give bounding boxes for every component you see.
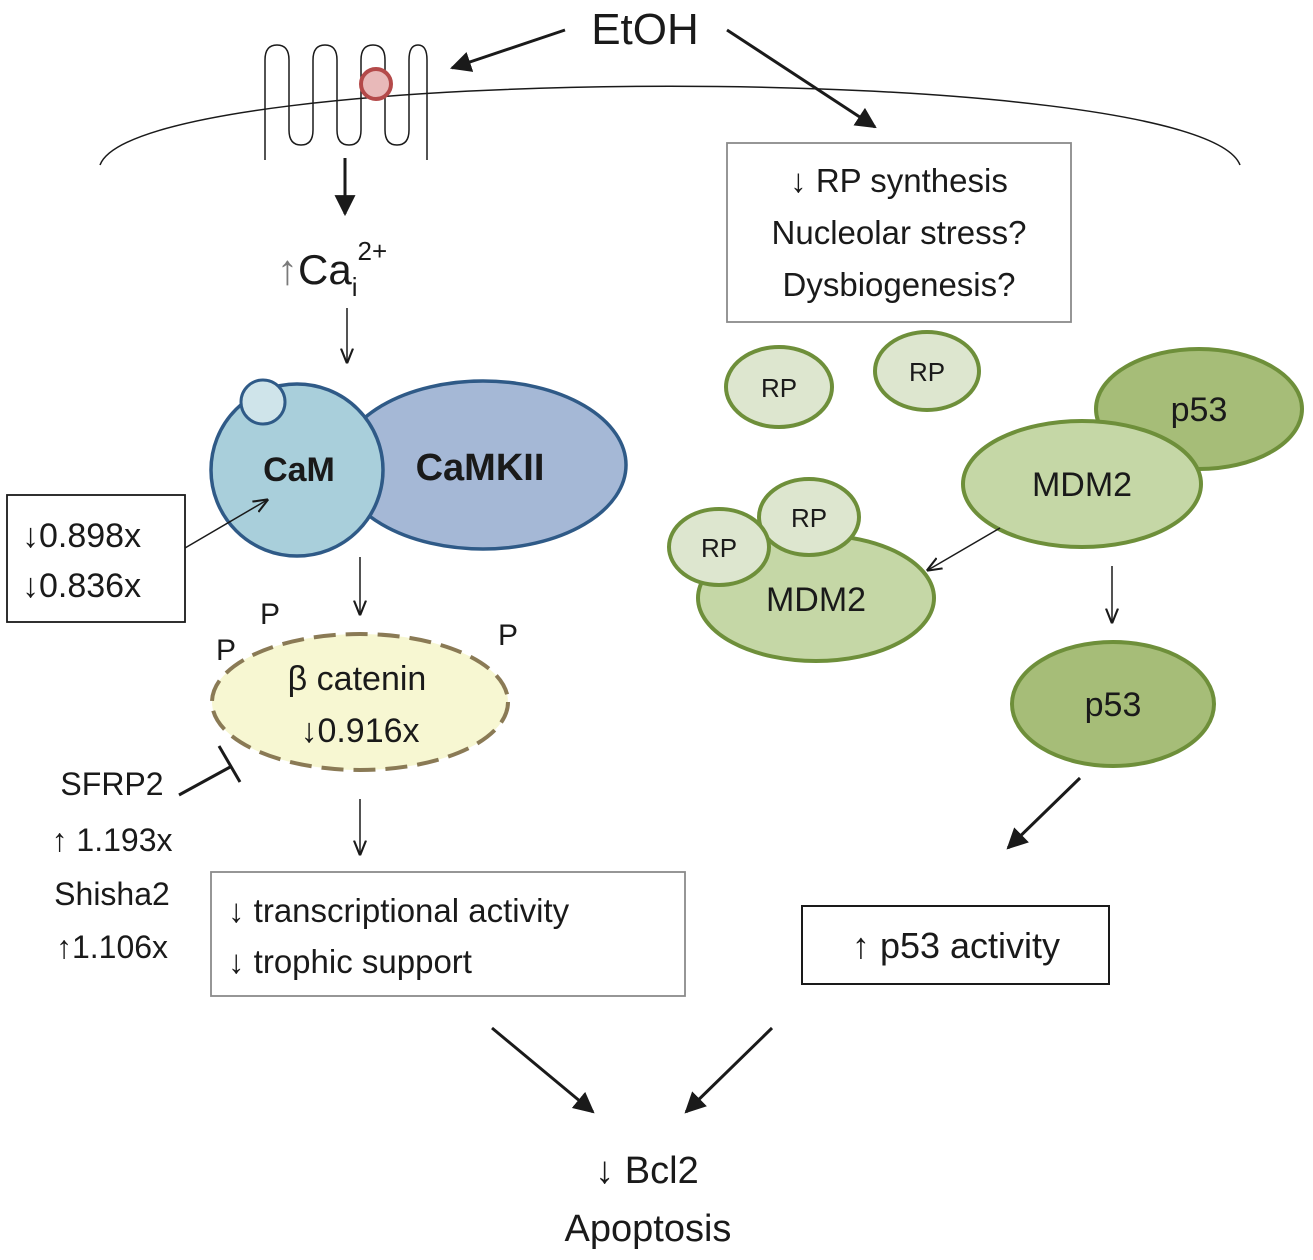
- calcium-sub: i: [352, 272, 358, 302]
- inhibit-line: [178, 764, 233, 797]
- rp-bound-2-label: RP: [701, 533, 737, 563]
- calcium-sup: 2+: [357, 236, 387, 266]
- rp-bound-1-label: RP: [791, 503, 827, 533]
- p53-free-ellipse: [1010, 640, 1216, 768]
- p53-free-label: p53: [1085, 686, 1142, 724]
- wnt-outcome-box: [210, 871, 686, 997]
- apoptosis-label: Apoptosis: [565, 1208, 732, 1250]
- wnt-outcome-1: ↓ transcriptional activity: [228, 892, 570, 929]
- calcium-arrow: ↑: [277, 246, 298, 293]
- etoh-label: EtOH: [591, 5, 699, 54]
- camkii-label: CaMKII: [416, 447, 545, 489]
- mdm2-free-ellipse: [961, 419, 1203, 549]
- cam-fold-2: ↓0.836x: [22, 567, 141, 605]
- phospho-2: P: [216, 634, 236, 667]
- cam-fold-1: ↓0.898x: [22, 517, 141, 555]
- beta-catenin-ellipse: [210, 632, 510, 772]
- calcium-bound-icon: [239, 378, 287, 426]
- rp-stress-2: Nucleolar stress?: [772, 214, 1027, 251]
- p53-bound-label: p53: [1171, 391, 1228, 429]
- rp-stress-3: Dysbiogenesis?: [783, 266, 1016, 303]
- shisha2-fold: ↑1.106x: [56, 929, 168, 965]
- cam-circle: [209, 382, 385, 558]
- rp-free-2-label: RP: [909, 357, 945, 387]
- mdm2-rp-label: MDM2: [766, 581, 866, 619]
- rp-free-2: [873, 330, 981, 412]
- arrow-fold-to-cam: [184, 500, 267, 549]
- receptor-binding-site-icon: [359, 67, 393, 101]
- cam-fold-box: [6, 494, 186, 623]
- sfrp2-fold: ↑ 1.193x: [52, 822, 173, 858]
- rp-free-1: [724, 345, 834, 429]
- cell-membrane: [99, 85, 1241, 166]
- calcium-base: Ca: [298, 246, 352, 293]
- arrow-p53-to-apoptosis: [684, 1026, 774, 1114]
- p53-activity-box: [801, 905, 1110, 985]
- mdm2-free-label: MDM2: [1032, 466, 1132, 504]
- arrow-etoh-to-rp: [726, 28, 877, 129]
- rp-bound-2: [667, 507, 771, 587]
- arrow-wnt-to-apoptosis: [491, 1026, 595, 1114]
- inhibit-bar: [217, 745, 242, 783]
- phospho-3: P: [498, 619, 518, 652]
- p53-activity-label: ↑ p53 activity: [852, 925, 1060, 966]
- phospho-1: P: [260, 598, 280, 631]
- sfrp2-name: SFRP2: [60, 766, 163, 802]
- arrow-etoh-to-receptor: [450, 28, 566, 72]
- arrow-p53-to-activity: [1006, 776, 1082, 850]
- cam-label: CaM: [263, 451, 335, 489]
- calcium-label: ↑Cai 2+: [277, 236, 387, 302]
- rp-stress-1: ↓ RP synthesis: [790, 162, 1008, 199]
- arrow-mdm2-to-rp-complex: [928, 527, 1001, 570]
- rp-bound-1: [757, 477, 861, 557]
- beta-catenin-label: β catenin: [288, 660, 427, 698]
- receptor-icon: [264, 44, 428, 160]
- rp-stress-box: [726, 142, 1072, 323]
- shisha2-name: Shisha2: [54, 876, 170, 912]
- wnt-outcome-2: ↓ trophic support: [228, 943, 472, 980]
- bcl2-label: ↓ Bcl2: [595, 1150, 698, 1192]
- rp-free-1-label: RP: [761, 373, 797, 403]
- beta-catenin-fold: ↓0.916x: [300, 712, 419, 750]
